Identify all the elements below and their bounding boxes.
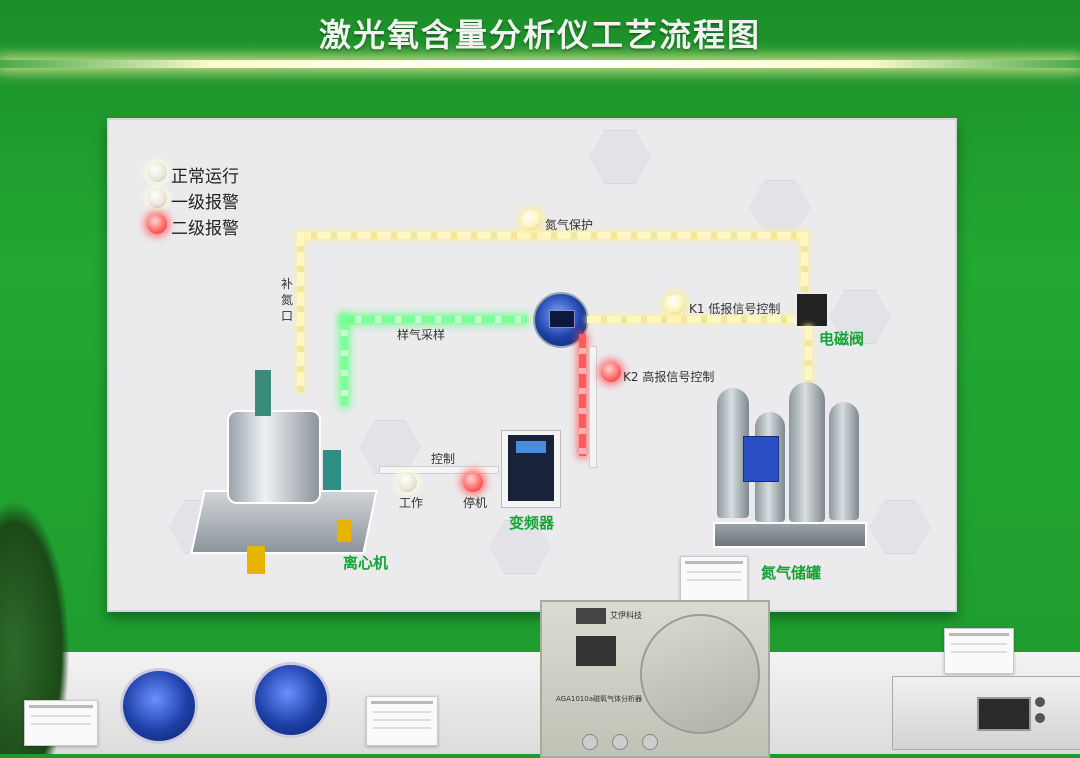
legend-lamp-level1 — [147, 188, 167, 208]
legend-normal-label: 正常运行 — [171, 167, 239, 187]
hex-decoration — [869, 500, 931, 554]
rack-analyzer-display — [977, 697, 1031, 731]
k1-lamp — [665, 294, 685, 314]
product-card — [366, 696, 438, 746]
tank-cylinder — [789, 382, 825, 522]
k1-signal-pipe — [587, 316, 799, 323]
hex-decoration — [589, 130, 651, 184]
sampling-pipe-horizontal — [341, 316, 527, 323]
hex-decoration — [749, 180, 811, 234]
analyzer-display — [549, 310, 575, 328]
k2-lamp — [601, 362, 621, 382]
process-flow-board: 正常运行 一级报警 二级报警 氮气保护 补 氮 口 样气采样 K1 低报信号控制… — [107, 118, 957, 612]
work-label: 工作 — [399, 496, 424, 510]
valve-to-tank-pipe — [805, 326, 812, 382]
k2-label: K2 高报信号控制 — [623, 370, 715, 384]
sampling-label: 样气采样 — [397, 328, 446, 342]
rack-mount-analyzer — [892, 676, 1080, 750]
centrifuge-foot — [247, 546, 265, 574]
analyzer-round-cover — [640, 614, 760, 734]
gas-port — [612, 734, 628, 750]
oxygen-sensor-probe — [252, 662, 330, 738]
nitrogen-pipe-left — [297, 232, 304, 392]
inverter-display — [516, 441, 546, 453]
explosion-proof-analyzer: 艾伊科技 AGA1010a磁氧气体分析器 — [540, 600, 770, 758]
gas-port — [642, 734, 658, 750]
centrifuge-motor — [255, 370, 271, 416]
wall-title: 激光氧含量分析仪工艺流程图 — [318, 16, 761, 54]
tank-control-box — [743, 436, 779, 482]
brand-logo — [576, 608, 606, 624]
stop-label: 停机 — [463, 496, 488, 510]
legend-lamp-level2 — [147, 214, 167, 234]
analyzer-window — [576, 636, 616, 666]
centrifuge-foot — [337, 520, 351, 542]
k2-signal-pipe — [579, 334, 586, 456]
neon-light-strip — [0, 60, 1080, 68]
analyzer-model-label: AGA1010a磁氧气体分析器 — [556, 695, 642, 703]
solenoid-valve — [795, 292, 829, 328]
nitrogen-protection-label: 氮气保护 — [545, 218, 594, 232]
nitrogen-protection-lamp — [521, 210, 541, 230]
inverter-label: 变频器 — [509, 514, 555, 532]
k1-label: K1 低报信号控制 — [689, 302, 781, 316]
nitrogen-pipe-right — [801, 232, 808, 292]
stop-lamp — [463, 472, 483, 492]
k2-return-pipe — [589, 346, 597, 468]
gas-port — [582, 734, 598, 750]
legend-level1-label: 一级报警 — [171, 193, 239, 213]
centrifuge — [187, 370, 378, 580]
legend-level2-label: 二级报警 — [171, 219, 239, 239]
frequency-inverter — [501, 430, 561, 508]
control-line — [379, 466, 499, 474]
product-card — [24, 700, 98, 746]
tank-cylinder — [829, 402, 859, 520]
nitrogen-pipe-top — [297, 232, 807, 239]
nitrogen-storage-tank — [713, 382, 867, 552]
nitrogen-tank-label: 氮气储罐 — [761, 564, 822, 582]
nitrogen-inlet-label: 补 氮 口 — [281, 277, 294, 323]
solenoid-valve-label: 电磁阀 — [819, 330, 865, 348]
centrifuge-label: 离心机 — [343, 554, 389, 572]
product-card — [680, 556, 748, 602]
centrifuge-drum — [227, 410, 321, 504]
centrifuge-drive — [323, 450, 341, 490]
rack-analyzer-button — [1035, 713, 1045, 723]
legend-lamp-normal — [147, 162, 167, 182]
sampling-pipe-vertical — [341, 316, 348, 406]
brand-name: 艾伊科技 — [610, 611, 642, 620]
oxygen-sensor-probe — [120, 668, 198, 744]
tank-skid — [713, 522, 867, 548]
control-label: 控制 — [431, 452, 456, 466]
inverter-body — [508, 435, 554, 501]
product-card — [944, 628, 1014, 674]
work-lamp — [397, 472, 417, 492]
rack-analyzer-button — [1035, 697, 1045, 707]
